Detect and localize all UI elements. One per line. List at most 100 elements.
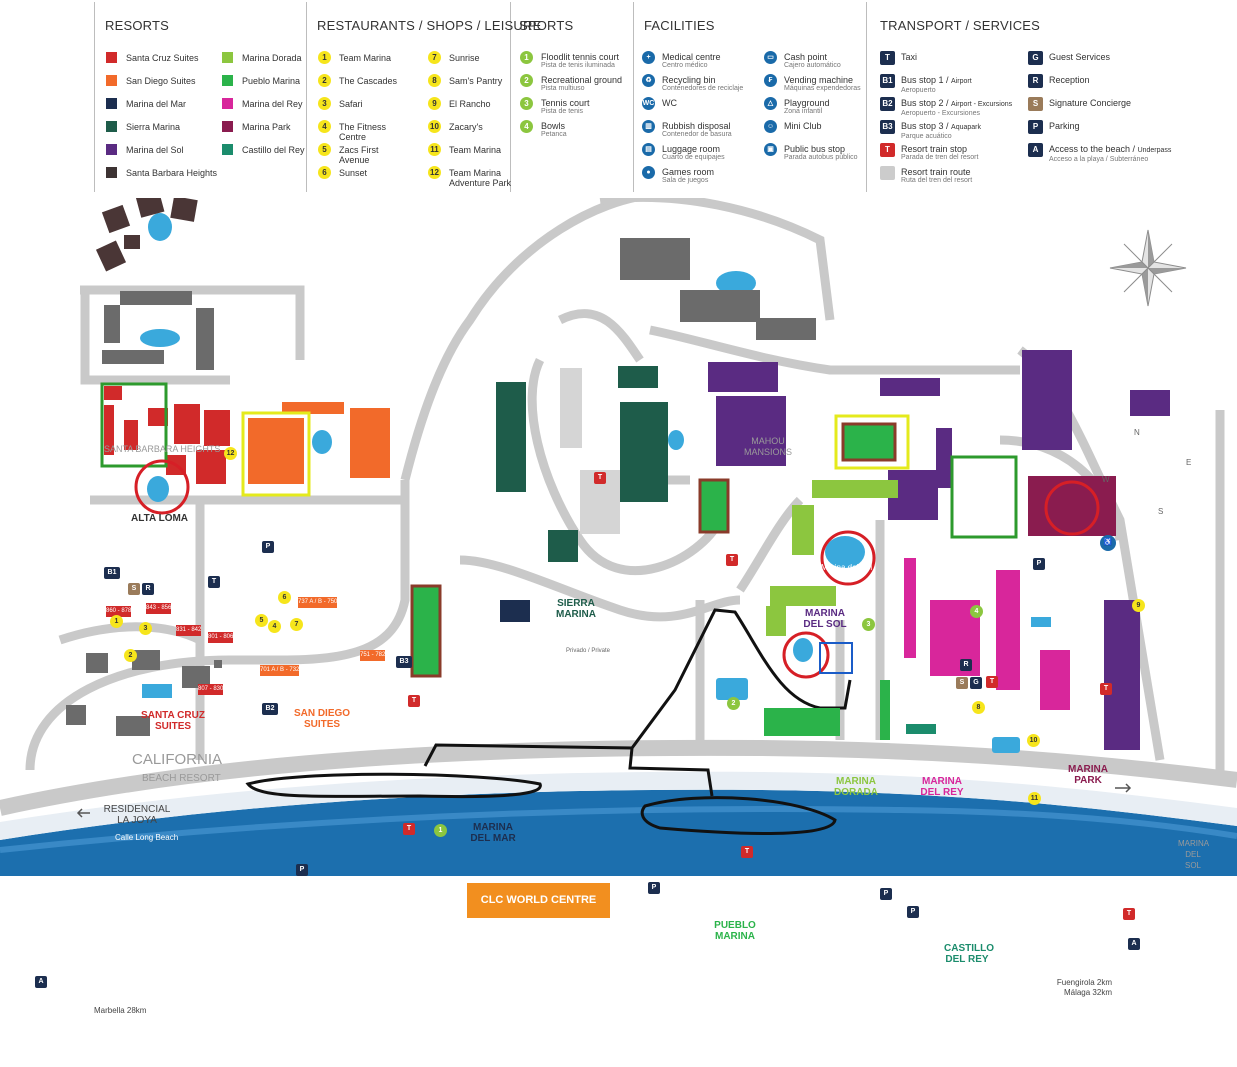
facility-legend-item: Mini Club — [784, 121, 822, 131]
restaurant-legend-item: Team Marina — [339, 53, 392, 63]
resort-swatch — [106, 75, 117, 86]
map-service-tag[interactable]: ♿ — [1100, 535, 1116, 551]
facility-sublabel: Cajero automático — [784, 62, 841, 69]
map-number-pin[interactable]: 12 — [224, 447, 237, 460]
resort-legend-item: Sierra Marina — [126, 122, 181, 132]
map-service-tag[interactable]: P — [1033, 558, 1045, 570]
map-service-tag[interactable]: T — [403, 823, 415, 835]
map-service-tag[interactable]: P — [296, 864, 308, 876]
resort-swatch — [222, 98, 233, 109]
transport-extra: Airport - Excursions — [951, 101, 1013, 108]
map-service-tag[interactable]: T — [726, 554, 738, 566]
map-service-tag[interactable]: A — [35, 976, 47, 988]
compass-rose — [1109, 229, 1187, 307]
transport-sublabel: Aeropuerto — [901, 87, 936, 94]
map-service-tag[interactable]: B3 — [396, 656, 412, 668]
map-service-tag[interactable]: T — [1123, 908, 1135, 920]
map-service-tag[interactable]: T — [986, 676, 998, 688]
compass-e: E — [1186, 458, 1192, 467]
map-service-tag[interactable]: T — [408, 695, 420, 707]
map-service-tag[interactable]: B1 — [104, 567, 120, 579]
transport-label: Parking — [1049, 121, 1080, 131]
map-service-tag[interactable]: A — [1128, 938, 1140, 950]
label-santa-cruz: SANTA CRUZ SUITES — [141, 710, 205, 732]
map-number-pin[interactable]: 8 — [972, 701, 985, 714]
resort-legend-item: San Diego Suites — [126, 76, 196, 86]
website-url[interactable]: www.sansel.no — [8, 1050, 123, 1067]
map-service-tag[interactable]: T — [1100, 683, 1112, 695]
transport-label: Bus stop 2 / — [901, 98, 952, 108]
legend-heading-facilities: FACILITIES — [644, 18, 715, 33]
map-service-tag[interactable]: P — [262, 541, 274, 553]
map-number-pin[interactable]: 2 — [727, 697, 740, 710]
resort-swatch — [106, 52, 117, 63]
label-calle-long-beach: Calle Long Beach — [115, 833, 179, 842]
label-santa-barbara: SANTA BARBARA HEIGHTS — [104, 444, 221, 454]
map-number-pin[interactable]: 4 — [268, 620, 281, 633]
unit-807: 807 - 830 — [198, 684, 224, 695]
restaurant-number-marker: 7 — [428, 51, 441, 64]
beach-sand — [0, 771, 1237, 840]
map-service-tag[interactable]: P — [648, 882, 660, 894]
map-service-tag[interactable]: G — [970, 677, 982, 689]
transport-code-badge: B3 — [880, 120, 895, 134]
label-marina-del-sol: MARINA DEL SOL — [803, 608, 847, 630]
facility-label: Games room — [662, 167, 715, 177]
legend-heading-restaurants: RESTAURANTS / SHOPS / LEISURE — [317, 18, 542, 33]
transport-code-badge: P — [1028, 120, 1043, 134]
map-service-tag[interactable]: S — [128, 583, 140, 595]
clc-world-centre[interactable]: CLC WORLD CENTRE — [467, 883, 610, 918]
map-service-tag[interactable]: R — [142, 583, 154, 595]
map-number-pin[interactable]: 4 — [970, 605, 983, 618]
label-marina-del-rey: MARINA DEL REY — [920, 776, 964, 798]
map-service-tag[interactable]: S — [956, 677, 968, 689]
transport-label: Resort train route — [901, 167, 971, 177]
facility-label: Vending machine — [784, 75, 854, 85]
transport-label: Access to the beach / — [1049, 144, 1138, 154]
coastal-road — [0, 739, 1237, 816]
transport-sublabel: Ruta del tren del resort — [901, 177, 973, 184]
map-service-tag[interactable]: T — [208, 576, 220, 588]
transport-code-badge: G — [1028, 51, 1043, 65]
vending-icon: ₣ — [764, 74, 777, 87]
map-service-tag[interactable]: R — [960, 659, 972, 671]
map-number-pin[interactable]: 2 — [124, 649, 137, 662]
cashpoint-icon: ▭ — [764, 51, 777, 64]
recycling-icon: ♻ — [642, 74, 655, 87]
resort-legend-item: Marina del Rey — [242, 99, 303, 109]
sport-label: Floodlit tennis court — [541, 52, 620, 62]
medical-icon: + — [642, 51, 655, 64]
transport-label: Reception — [1049, 75, 1090, 85]
sport-label: Recreational ground — [541, 75, 623, 85]
games-icon: ● — [642, 166, 655, 179]
transport-code-badge: T — [880, 51, 895, 65]
map-number-pin[interactable]: 7 — [290, 618, 303, 631]
unit-843: 843 - 856 — [146, 603, 172, 614]
sport-label: Tennis court — [541, 98, 590, 108]
map-number-pin[interactable]: 10 — [1027, 734, 1040, 747]
facility-sublabel: Máquinas expendedoras — [784, 85, 861, 92]
map-number-pin[interactable]: 9 — [1132, 599, 1145, 612]
resort-legend-item: Marina del Sol — [126, 145, 184, 155]
map-service-tag[interactable]: T — [594, 472, 606, 484]
restaurant-number-marker: 9 — [428, 97, 441, 110]
map-number-pin[interactable]: 6 — [278, 591, 291, 604]
map-number-pin[interactable]: 3 — [139, 622, 152, 635]
restaurant-legend-item: Team Marina — [449, 145, 502, 155]
map-number-pin[interactable]: 3 — [862, 618, 875, 631]
facility-label: Cash point — [784, 52, 828, 62]
transport-code-badge: R — [1028, 74, 1043, 88]
map-service-tag[interactable]: T — [741, 846, 753, 858]
map-number-pin[interactable]: 1 — [434, 824, 447, 837]
transport-code-badge — [880, 166, 895, 180]
map-service-tag[interactable]: B2 — [262, 703, 278, 715]
map-number-pin[interactable]: 11 — [1028, 792, 1041, 805]
map-number-pin[interactable]: 5 — [255, 614, 268, 627]
resort-swatch — [106, 144, 117, 155]
restaurant-legend-item: Zacary's — [449, 122, 483, 132]
facility-label: Luggage room — [662, 144, 721, 154]
map-service-tag[interactable]: P — [907, 906, 919, 918]
map-number-pin[interactable]: 1 — [110, 615, 123, 628]
map-service-tag[interactable]: P — [880, 888, 892, 900]
